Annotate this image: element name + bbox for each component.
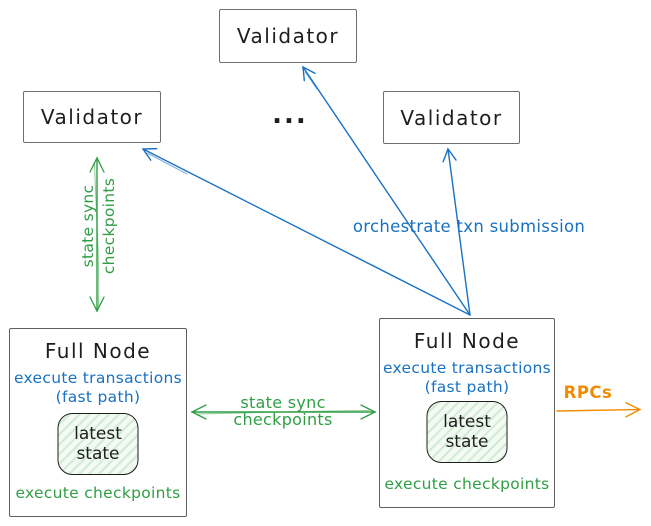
execute-transactions-line1: execute transactions — [382, 359, 551, 377]
validator-left-label: Validator — [40, 105, 144, 129]
state-sync-horizontal-line1: state sync — [240, 393, 326, 412]
latest-state-line2: state — [445, 432, 489, 452]
latest-state-right-label: latest state — [443, 412, 491, 452]
full-node-right-title: Full Node — [413, 329, 521, 353]
full-node-right-execute-transactions: execute transactions (fast path) — [380, 359, 554, 397]
latest-state-box-right: latest state — [426, 401, 508, 463]
edge-orchestrate-to-left-validator-rough — [146, 152, 188, 175]
latest-state-line2: state — [76, 444, 120, 464]
validator-node-right: Validator — [383, 91, 520, 144]
execute-transactions-line2: (fast path) — [424, 378, 510, 396]
latest-state-line1: latest — [74, 424, 122, 444]
validator-node-left: Validator — [23, 91, 161, 143]
edge-orchestrate-to-right-validator — [442, 147, 471, 316]
edge-orchestrate-to-top-validator-rough — [304, 71, 318, 90]
validators-ellipsis: ... — [272, 100, 308, 130]
edge-rpcs — [556, 402, 642, 418]
state-sync-horizontal-line2: checkpoints — [233, 410, 333, 429]
full-node-left: Full Node execute transactions (fast pat… — [9, 328, 187, 517]
validator-right-label: Validator — [400, 105, 503, 130]
execute-transactions-line1: execute transactions — [13, 369, 182, 387]
state-sync-checkpoints-horizontal-label: state sync checkpoints — [233, 394, 332, 428]
full-node-right: Full Node execute transactions (fast pat… — [379, 318, 555, 508]
full-node-right-execute-checkpoints: execute checkpoints — [384, 475, 550, 493]
edge-state-sync-vertical-rough — [94, 162, 100, 307]
latest-state-left-label: latest state — [74, 424, 122, 464]
state-sync-vertical-line1: state sync — [79, 184, 97, 268]
full-node-left-execute-checkpoints: execute checkpoints — [15, 484, 181, 502]
validator-top-label: Validator — [236, 24, 340, 48]
validator-node-top: Validator — [219, 9, 357, 63]
rpcs-label: RPCs — [563, 383, 613, 402]
edge-state-sync-horizontal-rough — [197, 410, 370, 415]
full-node-left-execute-transactions: execute transactions (fast path) — [10, 369, 186, 407]
state-sync-checkpoints-vertical-label: state sync checkpoints — [78, 151, 122, 301]
latest-state-box-left: latest state — [57, 413, 139, 475]
latest-state-line1: latest — [443, 412, 491, 432]
state-sync-vertical-line2: checkpoints — [100, 177, 118, 275]
orchestrate-txn-submission-label: orchestrate txn submission — [352, 217, 586, 236]
execute-transactions-line2: (fast path) — [55, 388, 141, 406]
edge-orchestrate-to-left-validator — [141, 147, 471, 316]
edge-orchestrate-to-top-validator — [302, 65, 471, 316]
full-node-left-title: Full Node — [44, 339, 152, 363]
